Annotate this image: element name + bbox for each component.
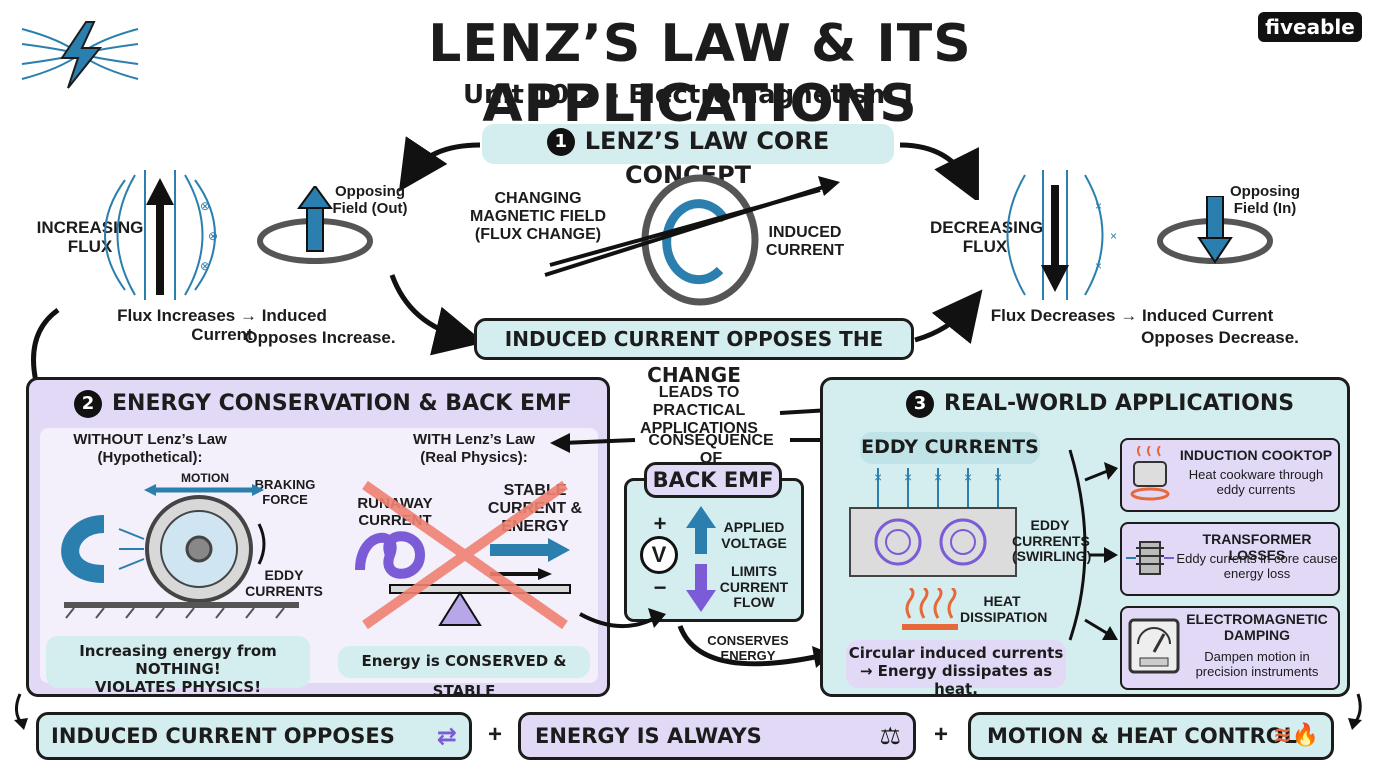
without-lenz-sub: (Hypothetical):: [97, 449, 203, 466]
without-note: Increasing energy from NOTHING! VIOLATES…: [46, 636, 310, 696]
core-side-arrows: [389, 274, 983, 356]
svg-text:×: ×: [1095, 259, 1102, 273]
eddy-note-line2: → Energy dissipates as heat.: [859, 662, 1053, 698]
without-note-line2: VIOLATES PHYSICS!: [94, 678, 262, 696]
footer-item-opposes-change: INDUCED CURRENT OPPOSES CHANGE ⇄: [36, 712, 472, 768]
footer-item3-label: MOTION & HEAT CONTROL: [987, 724, 1297, 748]
balance-illustration: [355, 480, 571, 630]
opposes-change-banner: INDUCED CURRENT OPPOSES THE CHANGE: [474, 318, 914, 387]
svg-text:×: ×: [874, 469, 882, 485]
plus-sign: +: [653, 511, 667, 536]
minus-sign: −: [653, 575, 667, 600]
svg-text:×: ×: [904, 469, 912, 485]
opposing-field-in-icon: [1157, 196, 1273, 264]
without-lenz-label: WITHOUT Lenz’s Law: [73, 431, 227, 448]
scales-icon: ⚖: [879, 722, 901, 750]
energy-section-title: ENERGY CONSERVATION & BACK EMF: [112, 391, 572, 416]
svg-text:×: ×: [1110, 229, 1117, 243]
applications-header: 3 REAL-WORLD APPLICATIONS: [906, 390, 1326, 418]
footer-item2-label: ENERGY IS ALWAYS CONSERVED: [535, 724, 762, 768]
eddy-note-line1: Circular induced currents: [848, 644, 1064, 662]
svg-text:⊗: ⊗: [200, 199, 210, 213]
footer-item-energy-conserved: ENERGY IS ALWAYS CONSERVED ⚖: [518, 712, 916, 768]
svg-text:×: ×: [994, 469, 1002, 485]
svg-text:×: ×: [1095, 199, 1102, 213]
motion-label: MOTION: [181, 471, 229, 485]
changing-field-label: CHANGING MAGNETIC FIELD (FLUX CHANGE): [470, 190, 606, 243]
footer-item-motion-heat: MOTION & HEAT CONTROL ≋🔥: [968, 712, 1334, 760]
opposing-field-out-icon: [257, 186, 373, 264]
back-emf-banner: BACK EMF: [644, 462, 782, 498]
magnet-wheel-illustration: [61, 484, 299, 619]
wind-flame-icon: ≋🔥: [1273, 723, 1319, 748]
page-title: LENZ’S LAW & ITS APPLICATIONS: [428, 14, 972, 134]
applications-branch-arrows: [1068, 449, 1118, 641]
emf-arrows: [686, 506, 716, 612]
right-caption-1: Flux Decreases → Induced Current: [990, 306, 1274, 325]
svg-text:⊗: ⊗: [200, 259, 210, 273]
heat-dissipation-label: HEAT DISSIPATION: [960, 593, 1048, 625]
footer-plus-2: +: [933, 721, 948, 748]
eddy-note: Circular induced currents → Energy dissi…: [846, 640, 1066, 698]
braking-force-label: BRAKING FORCE: [254, 477, 316, 507]
conserves-energy-label: CONSERVES ENERGY: [707, 633, 789, 663]
cooktop-icon: [1130, 446, 1170, 501]
applied-voltage-label: APPLIED VOLTAGE: [721, 519, 787, 551]
energy-section-header: 2 ENERGY CONSERVATION & BACK EMF: [74, 390, 594, 418]
induced-current-loop: [544, 174, 840, 306]
opposing-field-out-label: Opposing Field (Out): [332, 183, 408, 217]
left-caption-2: Opposes Increase.: [244, 328, 396, 347]
increasing-flux-field: ⊗ ⊗ ⊗: [104, 170, 218, 300]
applications-title: REAL-WORLD APPLICATIONS: [944, 391, 1295, 416]
eddy-currents-label: EDDY CURRENTS: [245, 567, 323, 599]
lightning-field-icon: [21, 21, 139, 89]
section-number: 2: [74, 390, 102, 418]
leads-to-label: LEADS TO PRACTICAL APPLICATIONS: [640, 384, 758, 437]
page-subtitle: Unit 10.2 – Electromagnetism I: [462, 80, 914, 110]
section-number: 1: [546, 128, 575, 156]
damping-desc: Dampen motion in precision instruments: [1195, 649, 1319, 679]
section-number: 3: [906, 390, 934, 418]
decreasing-flux-label: DECREASING FLUX: [930, 218, 1044, 257]
swap-arrows-icon: ⇄: [436, 722, 457, 750]
eddy-plate-illustration: × × × × ×: [849, 468, 1017, 577]
footer-plus-1: +: [487, 721, 502, 748]
left-caption-1: Flux Increases → Induced Current: [117, 306, 327, 345]
gauge-icon: [1128, 618, 1180, 674]
fiveable-logo: fiveable: [1258, 12, 1362, 42]
svg-text:×: ×: [964, 469, 972, 485]
right-caption-2: Opposes Decrease.: [1141, 328, 1299, 347]
transformer-icon: [1126, 541, 1174, 575]
with-lenz-label: WITH Lenz’s Law: [413, 431, 535, 448]
footer-item1-label: INDUCED CURRENT OPPOSES CHANGE: [51, 724, 395, 768]
eddy-currents-banner: EDDY CURRENTS: [860, 432, 1040, 464]
without-note-line1: Increasing energy from NOTHING!: [79, 642, 277, 678]
transformer-title: TRANSFORMER LOSSES: [1202, 531, 1312, 563]
core-top-arrows: [398, 136, 979, 200]
with-lenz-sub: (Real Physics):: [420, 449, 528, 466]
damping-title: ELECTROMAGNETIC DAMPING: [1186, 611, 1328, 643]
induced-current-label: INDUCED CURRENT: [765, 224, 845, 259]
svg-text:×: ×: [934, 469, 942, 485]
limits-current-label: LIMITS CURRENT FLOW: [719, 563, 789, 611]
footer-side-arrows: [14, 693, 1362, 730]
transformer-desc: Eddy currents in core cause energy loss: [1176, 551, 1338, 581]
cooktop-title: INDUCTION COOKTOP: [1179, 447, 1333, 463]
eddy-swirl-label: EDDY CURRENTS (SWIRLING): [1012, 517, 1092, 565]
with-note: Energy is CONSERVED & STABLE: [338, 646, 590, 700]
opposing-field-in-label: Opposing Field (In): [1230, 183, 1300, 217]
heat-icon: [902, 588, 958, 630]
svg-text:⊗: ⊗: [208, 229, 218, 243]
voltmeter-icon: V: [640, 536, 678, 574]
cooktop-desc: Heat cookware through eddy currents: [1188, 467, 1324, 497]
decreasing-flux-field: × × ×: [1006, 170, 1117, 300]
